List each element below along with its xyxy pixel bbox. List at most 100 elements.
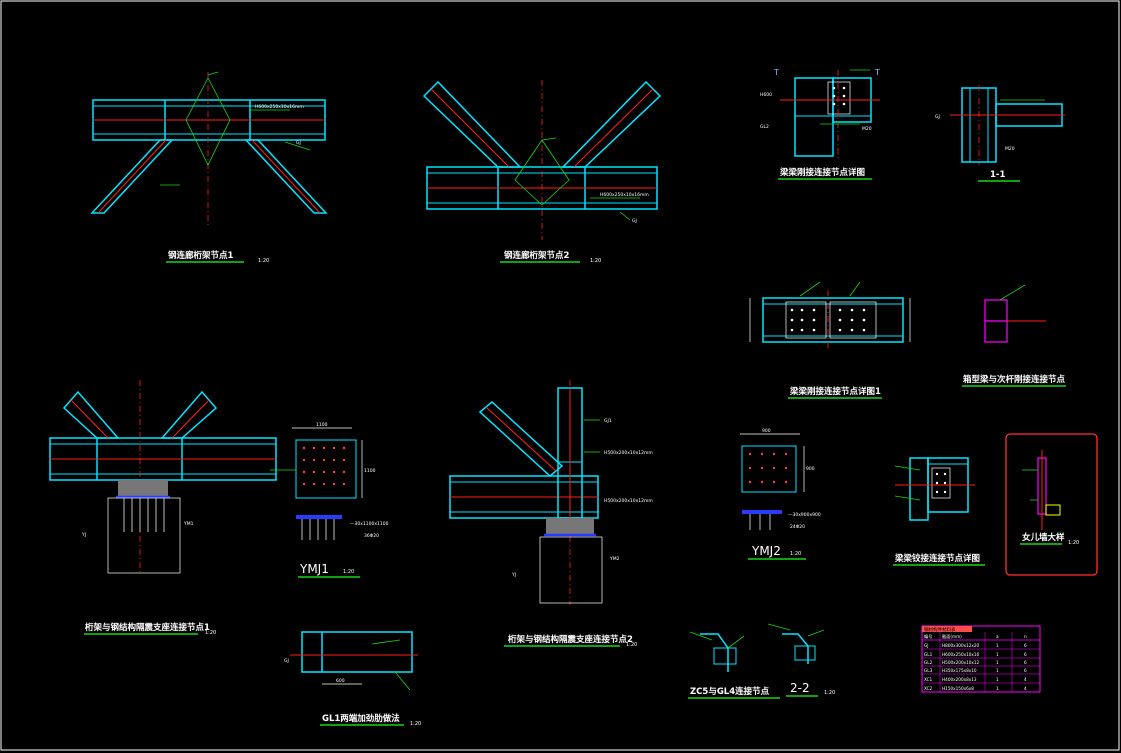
table-cell: H800x300x12x20 [942,643,980,648]
table-cell: 6 [1024,643,1027,648]
svg-text:900: 900 [806,466,815,472]
svg-text:GJ: GJ [284,658,289,664]
table-cell: H500x200x10x12 [942,660,980,665]
table-header-cell: n [1024,634,1027,639]
detail-truss-node-2: H600x250x10x16mm GJ 钢连廊桁架节点2 1:20 [422,80,662,264]
title-beam-hinged: 梁梁铰接连接节点详图 [894,553,980,564]
detail-ymj1: 1100 1100 —30x1100x1100 36Φ20 YMJ1 1:20 [270,422,389,578]
table-cell: 4 [1024,677,1027,682]
title-box-beam: 箱型梁与次杆刚接连接节点 [962,374,1066,385]
title-parapet: 女儿墙大样 [1022,532,1065,543]
svg-text:1100: 1100 [316,422,328,428]
table-cell: GL2 [924,660,933,665]
table-cell: GL1 [924,652,933,657]
svg-text:1100: 1100 [364,468,376,474]
svg-text:—30x900x900: —30x900x900 [788,512,821,518]
svg-text:H600x250x10x16mm: H600x250x10x16mm [600,192,649,198]
detail-section-2-2: 2-2 1:20 [767,623,835,697]
svg-text:—30x1100x1100: —30x1100x1100 [350,521,389,527]
svg-text:H600: H600 [760,92,772,98]
svg-text:YJ: YJ [511,572,516,578]
table-cell: H350x175x8x10 [942,668,977,673]
table-cell: 1 [996,668,999,673]
table-cell: GL3 [924,668,933,673]
detail-beam-splice: 梁梁刚接连接节点详图1 [749,281,911,399]
table-cell: 1 [996,686,999,691]
table-header-cell: 编号 [924,633,932,640]
title-beam-rigid: 梁梁刚接连接节点详图 [779,167,865,178]
detail-gl1-stiffener: 600 GJ GL1两端加劲肋做法 1:20 [284,631,421,727]
title-ymj1: YMJ1 [299,562,329,576]
title-beam-splice: 梁梁刚接连接节点详图1 [789,386,881,397]
table-cell: 1 [996,652,999,657]
table-title: 钢材构件材料表 [924,626,956,633]
svg-text:H500x200x10x12mm: H500x200x10x12mm [604,450,653,456]
title-zc5-gl4: ZC5与GL4连接节点 [690,686,770,697]
detail-section-1-1: GJ M20 1-1 [935,85,1065,182]
svg-text:900: 900 [762,428,771,434]
title-bearing-node-2: 桁架与钢结构隔震支座连接节点2 [507,634,633,645]
svg-text:GJ: GJ [632,218,637,224]
detail-bearing-node-1: YJ YM1 桁架与钢结构隔震支座连接节点1 1:20 [49,380,277,636]
svg-text:H500x200x10x12mm: H500x200x10x12mm [604,498,653,504]
svg-text:YM1: YM1 [183,521,194,527]
table-cell: 6 [1024,660,1027,665]
title-truss-node-1: 钢连廊桁架节点1 [168,250,234,261]
detail-zc5-gl4: ZC5与GL4连接节点 [688,631,780,699]
table-header-cell: 截面(mm) [942,633,962,640]
svg-text:1:20: 1:20 [205,630,216,636]
svg-text:1:20: 1:20 [343,569,354,575]
svg-text:YJ: YJ [81,532,86,538]
table-cell: 6 [1024,652,1027,657]
detail-beam-rigid: H600 GL2 M20 T T 梁梁刚接连接节点详图 [760,68,880,180]
svg-text:600: 600 [336,678,345,684]
table-cell: XC1 [924,677,932,682]
title-bearing-node-1: 桁架与钢结构隔震支座连接节点1 [84,622,210,633]
svg-text:T: T [773,68,779,77]
table-cell: 1 [996,643,999,648]
detail-beam-hinged: 梁梁铰接连接节点详图 [893,457,985,566]
title-section-1-1: 1-1 [990,170,1005,180]
svg-text:1:20: 1:20 [824,690,835,696]
parapet-frame [1005,433,1098,576]
title-gl1-stiffener: GL1两端加劲肋做法 [322,713,400,724]
svg-text:1:20: 1:20 [626,642,637,648]
table-cell: 4 [1024,686,1027,691]
detail-bearing-node-2: H500x200x10x12mm H500x200x10x12mm GJ1 YJ… [449,380,653,648]
detail-ymj2: 900 900 —30x900x900 24Φ20 YMJ2 1:20 [740,428,821,560]
svg-text:GJ1: GJ1 [604,418,612,424]
title-truss-node-2: 钢连廊桁架节点2 [504,250,570,261]
svg-text:1:20: 1:20 [590,258,601,264]
svg-text:M20: M20 [862,126,872,132]
svg-text:1:20: 1:20 [410,721,421,727]
svg-text:GJ: GJ [935,114,940,120]
table-cell: 6 [1024,668,1027,673]
svg-text:1:20: 1:20 [258,258,269,264]
table-cell: XC2 [924,686,932,691]
svg-text:36Φ20: 36Φ20 [364,533,379,539]
table-cell: GJ [924,643,928,648]
table-cell: H150x150x6x8 [942,686,974,691]
title-section-2-2: 2-2 [790,681,810,695]
svg-text:GL2: GL2 [760,124,769,130]
table-header-cell: a [996,634,999,639]
table-cell: H400x200x8x13 [942,677,977,682]
detail-truss-node-1: H600x250x10x16mm GJ 钢连廊桁架节点1 1:20 [90,71,328,264]
svg-text:T: T [874,68,880,77]
svg-text:1:20: 1:20 [790,551,801,557]
table-cell: 1 [996,677,999,682]
detail-box-beam: 箱型梁与次杆刚接连接节点 [962,284,1066,387]
svg-text:1:20: 1:20 [1068,540,1079,546]
table-cell: H600x250x10x16 [942,652,980,657]
svg-text:24Φ20: 24Φ20 [790,524,805,530]
svg-text:GJ: GJ [296,140,301,146]
title-ymj2: YMJ2 [751,544,781,558]
detail-parapet: 女儿墙大样 1:20 [1005,433,1098,576]
svg-text:YM2: YM2 [609,556,620,562]
svg-text:H600x250x10x16mm: H600x250x10x16mm [255,104,304,110]
svg-text:M20: M20 [1005,146,1015,152]
table-cell: 1 [996,660,999,665]
